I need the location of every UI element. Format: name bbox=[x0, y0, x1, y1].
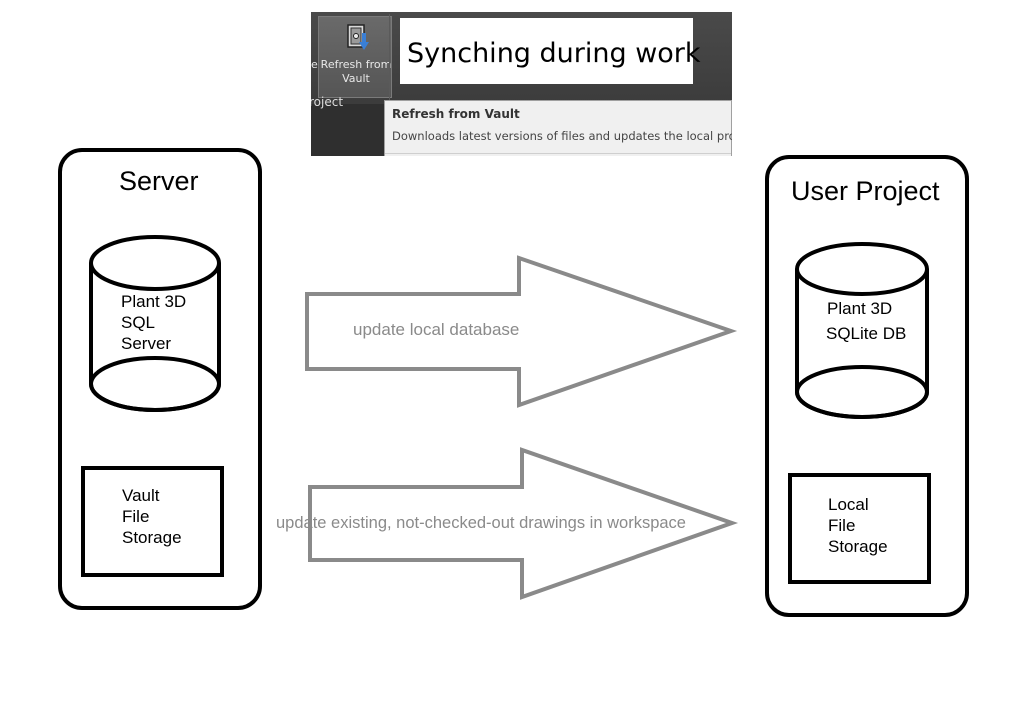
tooltip-divider bbox=[385, 153, 731, 154]
server-storage-line-1: Vault bbox=[122, 486, 160, 505]
refresh-button-label-line1: Refresh from bbox=[320, 58, 392, 71]
tooltip: Refresh from Vault Downloads latest vers… bbox=[384, 100, 732, 156]
server-database-cylinder bbox=[89, 235, 221, 412]
ribbon-cut-label: e bbox=[311, 58, 318, 71]
refresh-button-label-line2: Vault bbox=[342, 72, 370, 85]
server-db-line-3: Server bbox=[121, 334, 172, 353]
tooltip-description: Downloads latest versions of files and u… bbox=[392, 129, 732, 143]
user-storage-line-2: File bbox=[828, 516, 856, 535]
server-storage-line-3: Storage bbox=[122, 528, 182, 547]
user-storage-box bbox=[788, 473, 931, 584]
ribbon-screenshot: e Refresh from Vault roject Synching dur… bbox=[311, 12, 732, 156]
top-arrow bbox=[305, 255, 738, 408]
slide-title-box: Synching during work bbox=[400, 18, 701, 84]
bottom-arrow bbox=[308, 447, 739, 600]
server-title: Server bbox=[119, 166, 199, 196]
user-storage-line-3: Storage bbox=[828, 537, 888, 556]
server-storage-line-2: File bbox=[122, 507, 150, 526]
tooltip-title: Refresh from Vault bbox=[392, 107, 520, 121]
server-storage-box bbox=[81, 466, 224, 577]
refresh-from-vault-button[interactable]: Refresh from Vault bbox=[318, 16, 392, 98]
server-database-label: Plant 3D SQL Server bbox=[121, 291, 186, 354]
user-storage-label: Local File Storage bbox=[828, 494, 888, 557]
slide-title: Synching during work bbox=[407, 38, 701, 69]
refresh-vault-icon bbox=[347, 24, 369, 50]
server-db-line-2: SQL bbox=[121, 313, 156, 332]
user-storage-line-1: Local bbox=[828, 495, 869, 514]
server-db-line-1: Plant 3D bbox=[121, 292, 187, 311]
server-storage-label: Vault File Storage bbox=[122, 485, 182, 548]
user-db-line-2: SQLite DB bbox=[826, 324, 907, 343]
ribbon-panel-label: roject bbox=[311, 95, 344, 109]
user-database-cylinder bbox=[795, 242, 929, 419]
user-project-title: User Project bbox=[791, 176, 940, 206]
server-container bbox=[58, 148, 262, 610]
user-database-label: Plant 3D SQLite DB bbox=[826, 298, 907, 344]
top-arrow-label: update local database bbox=[353, 320, 520, 339]
user-project-container bbox=[765, 155, 969, 617]
refresh-button-label: Refresh from Vault bbox=[319, 58, 393, 86]
user-db-line-1: Plant 3D bbox=[827, 299, 893, 318]
bottom-arrow-label: update existing, not-checked-out drawing… bbox=[276, 514, 686, 532]
ribbon-separator bbox=[389, 14, 390, 100]
